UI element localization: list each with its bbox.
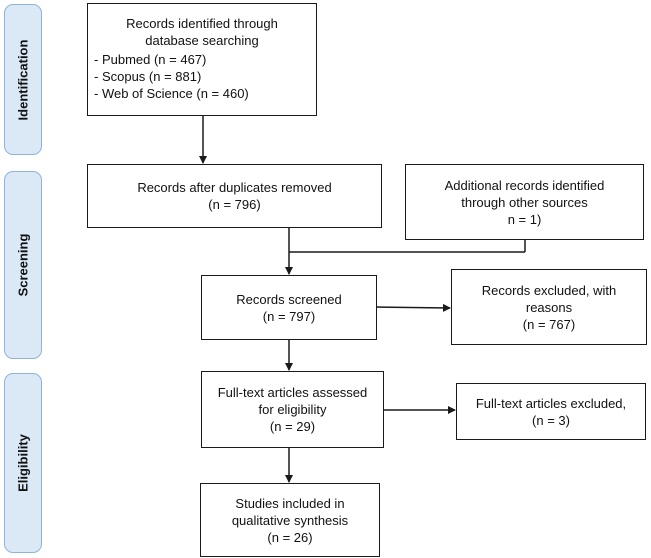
fulltext-line1: Full-text articles assessed (217, 385, 368, 400)
additional-line1: Additional records identified (444, 177, 605, 193)
included-line1: Studies included in (235, 495, 345, 511)
phase-identification: Identification (4, 4, 42, 155)
included-line3: (n = 26) (267, 529, 313, 545)
additional-line3: n = 1) (507, 211, 542, 227)
fulltext-excluded-line1: Full-text articles excluded, (475, 395, 627, 411)
phase-eligibility: Eligibility (4, 373, 42, 553)
source-scopus: - Scopus (n = 881) (94, 69, 202, 84)
duplicates-line2: (n = 796) (208, 197, 261, 212)
duplicates-line1: Records after duplicates removed (137, 180, 332, 195)
excluded-line3: (n = 767) (522, 316, 576, 332)
screened-line1: Records screened (236, 291, 342, 307)
additional-line2: through other sources (461, 194, 588, 210)
fulltext-excluded-line2: (n = 3) (532, 412, 570, 428)
source-pubmed: - Pubmed (n = 467) (94, 52, 207, 67)
arrow-screened-to-excluded (375, 303, 451, 312)
box-fulltext-excluded: Full-text articles excluded, (n = 3) (456, 383, 646, 440)
source-web-of-science: - Web of Science (n = 460) (94, 86, 249, 101)
box-records-excluded: Records excluded, with reasons (n = 767) (451, 269, 647, 345)
box-duplicates-removed: Records after duplicates removed (n = 79… (87, 164, 382, 228)
fulltext-line3: (n = 29) (269, 419, 316, 434)
screened-line2: (n = 797) (262, 308, 316, 324)
box-records-screened: Records screened (n = 797) (201, 275, 377, 340)
excluded-line2: reasons (525, 299, 573, 315)
included-line2: qualitative synthesis (231, 512, 349, 528)
box-fulltext-assessed: Full-text articles assessed for eligibil… (201, 371, 384, 448)
fulltext-line2: for eligibility (258, 402, 327, 417)
excluded-line1: Records excluded, with (481, 282, 617, 298)
identified-title-line1: Records identified through (126, 16, 278, 31)
identified-source-list: - Pubmed (n = 467) - Scopus (n = 881) - … (94, 51, 310, 102)
box-records-identified: Records identified through database sear… (87, 3, 317, 116)
box-additional-records: Additional records identified through ot… (405, 164, 644, 240)
box-studies-included: Studies included in qualitative synthesi… (200, 483, 380, 557)
phase-screening: Screening (4, 171, 42, 359)
identified-title-line2: database searching (145, 33, 259, 48)
